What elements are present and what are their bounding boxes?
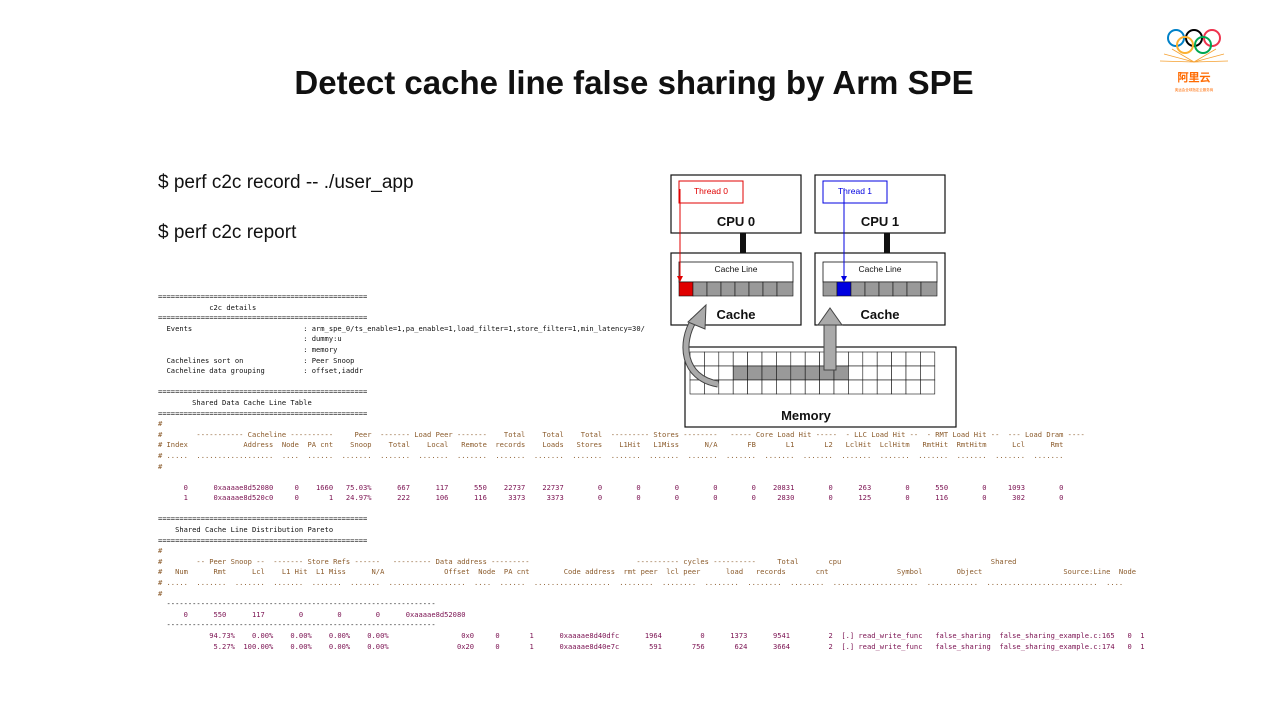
thread0-label: Thread 0 — [694, 186, 728, 196]
table1-row: 0 0xaaaae8d52080 0 1660 75.03% 667 117 5… — [158, 482, 1064, 492]
detail-dummy: : dummy:u — [158, 334, 342, 344]
thread1-box — [822, 180, 888, 204]
cpu1-label: CPU 1 — [861, 214, 899, 229]
perf-c2c-report: ========================================… — [158, 292, 1145, 652]
table2-col-2: # Num Rmt Lcl L1 Hit L1 Miss N/A Offset … — [158, 567, 1137, 577]
pareto-summary-row: 0 550 117 0 0 0 0xaaaae8d52080 — [158, 609, 466, 619]
rule-4: ========================================… — [158, 408, 368, 418]
perf-report-command: $ perf c2c report — [158, 222, 297, 243]
slide-title: Detect cache line false sharing by Arm S… — [294, 64, 974, 101]
rule-1: ========================================… — [158, 292, 368, 301]
rule-3: ========================================… — [158, 387, 368, 397]
table2-title: Shared Cache Line Distribution Pareto — [158, 525, 334, 535]
table2-col-3: # ..... ....... ....... ....... ....... … — [158, 578, 1124, 588]
logo-subtext: 奥运会全球指定云服务商 — [1175, 87, 1214, 92]
detail-sort: Cachelines sort on : Peer Snoop — [158, 355, 355, 365]
memory-label: Memory — [781, 408, 832, 423]
aliyun-olympic-logo: 阿里云 奥运会全球指定云服务商 — [1159, 29, 1229, 92]
table1-col-2: # Index Address Node PA cnt Snoop Total … — [158, 440, 1064, 450]
table1-col-0: # — [158, 419, 163, 429]
logo-text: 阿里云 — [1178, 70, 1211, 84]
cacheline0-label: Cache Line — [714, 264, 757, 274]
table1-title: Shared Data Cache Line Table — [158, 397, 312, 407]
memory-cell — [920, 379, 936, 395]
detail-grouping: Cacheline data grouping : offset,iaddr — [158, 366, 363, 376]
cpu1-bus — [884, 233, 890, 253]
pareto-rule-1: ----------------------------------------… — [158, 599, 436, 609]
table1-col-3: # ..... .................. .... ...... .… — [158, 450, 1064, 460]
sunburst-icon — [1159, 48, 1229, 63]
detail-events: Events : arm_spe_0/ts_enable=1,pa_enable… — [158, 323, 645, 333]
cacheline1-label: Cache Line — [858, 264, 901, 274]
table1-row: 1 0xaaaae8d520c0 0 1 24.97% 222 106 116 … — [158, 493, 1064, 503]
table1-col-4: # — [158, 461, 163, 471]
cpu0-label: CPU 0 — [717, 214, 755, 229]
thread0-box — [678, 180, 744, 204]
table2-col-0: # — [158, 546, 163, 556]
cache0-label: Cache — [716, 307, 755, 322]
rule-6: ========================================… — [158, 535, 368, 545]
cache1-label: Cache — [860, 307, 899, 322]
rule-2: ========================================… — [158, 313, 368, 323]
cacheline0-cells — [678, 281, 794, 297]
perf-record-command: $ perf c2c record -- ./user_app — [158, 172, 414, 193]
thread1-label: Thread 1 — [838, 186, 872, 196]
table2-col-1: # -- Peer Snoop -- ------- Store Refs --… — [158, 556, 1017, 566]
pareto-rule-2: ----------------------------------------… — [158, 620, 436, 630]
table1-col-1: # ----------- Cacheline ---------- Peer … — [158, 429, 1085, 439]
detail-memory: : memory — [158, 344, 338, 354]
olympic-rings-icon — [1167, 29, 1221, 54]
rule-5: ========================================… — [158, 514, 368, 524]
pareto-row: 94.73% 0.00% 0.00% 0.00% 0.00% 0x0 0 1 0… — [158, 631, 1145, 640]
false-sharing-diagram: Thread 0 CPU 0 Thread 1 CPU 1 Cache Line… — [670, 174, 957, 428]
pareto-row: 5.27% 100.00% 0.00% 0.00% 0.00% 0x20 0 1… — [158, 641, 1145, 651]
table2-col-4: # — [158, 588, 163, 598]
cpu0-bus — [740, 233, 746, 253]
memory-grid — [689, 351, 936, 395]
c2c-details-header: c2c details — [158, 302, 257, 312]
